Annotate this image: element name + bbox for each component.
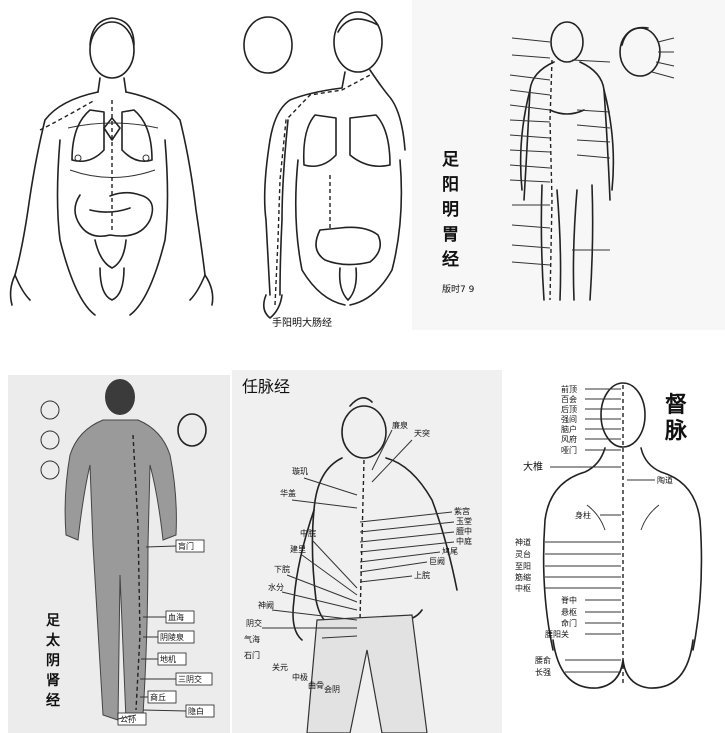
svg-text:至阳: 至阳 <box>515 562 531 571</box>
svg-text:华盖: 华盖 <box>280 488 296 498</box>
du-figure: 督 脉 前顶 百会 后顶 强间 脑户 风府 哑门 大椎 陶道 身柱 神道 <box>505 370 725 733</box>
panel-ren: 任脉经 廉泉 天突 璇玑 华盖 紫宫 玉堂 膻中 中庭 鸠尾 巨阙 上脘 中脘 <box>232 370 502 733</box>
svg-text:足: 足 <box>46 613 61 629</box>
ren-label-lines <box>262 430 454 638</box>
svg-text:廉泉: 廉泉 <box>392 420 408 430</box>
svg-text:腰阳关: 腰阳关 <box>545 629 569 639</box>
panel-kidney: 肓门 血海 阴陵泉 地机 三阴交 商丘 公孙 隐白 足 太 阴 肾 经 <box>8 375 230 733</box>
svg-text:百会: 百会 <box>561 394 577 404</box>
svg-text:血海: 血海 <box>168 612 184 622</box>
ren-title: 任脉经 <box>242 377 290 396</box>
svg-text:经: 经 <box>442 249 459 270</box>
svg-text:风府: 风府 <box>561 434 577 444</box>
svg-text:阳: 阳 <box>442 175 459 195</box>
svg-text:商丘: 商丘 <box>150 692 166 702</box>
svg-text:紫宫: 紫宫 <box>454 506 470 516</box>
svg-text:气海: 气海 <box>244 634 260 644</box>
svg-text:鸠尾: 鸠尾 <box>442 546 458 556</box>
svg-text:地机: 地机 <box>160 654 176 664</box>
svg-text:璇玑: 璇玑 <box>292 466 308 476</box>
svg-text:三阴交: 三阴交 <box>178 674 202 684</box>
svg-text:中枢: 中枢 <box>515 583 531 593</box>
svg-text:强间: 强间 <box>561 415 577 424</box>
svg-text:明: 明 <box>442 200 459 220</box>
svg-text:阴陵泉: 阴陵泉 <box>160 632 184 642</box>
svg-text:哑门: 哑门 <box>561 445 577 455</box>
svg-text:玉堂: 玉堂 <box>456 516 472 526</box>
svg-text:下脘: 下脘 <box>274 564 290 574</box>
svg-text:脊中: 脊中 <box>561 595 577 605</box>
du-title: 督 脉 <box>664 392 688 444</box>
svg-text:筋缩: 筋缩 <box>515 572 531 582</box>
svg-text:巨阙: 巨阙 <box>429 557 445 566</box>
svg-text:灵台: 灵台 <box>515 549 531 559</box>
svg-text:中脘: 中脘 <box>300 528 316 538</box>
svg-text:脑户: 脑户 <box>561 424 577 434</box>
svg-text:天突: 天突 <box>414 428 430 438</box>
svg-text:后顶: 后顶 <box>561 404 577 414</box>
svg-text:建里: 建里 <box>290 544 306 554</box>
panel-stomach: 足 阳 明 胃 经 版时7 9 <box>412 0 725 330</box>
svg-text:足: 足 <box>442 150 459 170</box>
svg-text:上脘: 上脘 <box>414 570 430 580</box>
svg-text:阴交: 阴交 <box>246 618 262 628</box>
svg-text:经: 经 <box>46 692 60 709</box>
svg-text:长强: 长强 <box>535 667 551 677</box>
svg-text:石门: 石门 <box>244 650 260 660</box>
stomach-footer: 版时7 9 <box>442 283 475 295</box>
svg-text:肾: 肾 <box>46 673 60 689</box>
svg-text:陶道: 陶道 <box>657 475 673 485</box>
large-intestine-figure: 手阳明大肠经 <box>230 0 410 335</box>
kidney-figure: 肓门 血海 阴陵泉 地机 三阴交 商丘 公孙 隐白 足 太 阴 肾 经 <box>8 375 230 733</box>
stomach-figure: 足 阳 明 胃 经 版时7 9 <box>412 0 725 330</box>
ren-figure: 任脉经 廉泉 天突 璇玑 华盖 紫宫 玉堂 膻中 中庭 鸠尾 巨阙 上脘 中脘 <box>232 370 502 733</box>
svg-text:悬枢: 悬枢 <box>561 607 577 617</box>
svg-text:肓门: 肓门 <box>178 541 194 551</box>
panel-large-intestine: 手阳明大肠经 <box>230 0 410 335</box>
svg-text:水分: 水分 <box>268 582 284 592</box>
du-labels: 前顶 百会 后顶 强间 脑户 风府 哑门 大椎 陶道 身柱 神道 灵台 至阳 筋… <box>515 384 673 677</box>
svg-text:腰俞: 腰俞 <box>535 655 551 665</box>
large-intestine-caption: 手阳明大肠经 <box>272 316 332 329</box>
svg-text:神阙: 神阙 <box>258 600 274 610</box>
svg-text:中极: 中极 <box>292 672 308 682</box>
panel-du: 督 脉 前顶 百会 后顶 强间 脑户 风府 哑门 大椎 陶道 身柱 神道 <box>505 370 725 733</box>
svg-text:膻中: 膻中 <box>456 526 472 536</box>
svg-text:前顶: 前顶 <box>561 384 577 394</box>
svg-text:督: 督 <box>665 392 687 418</box>
svg-text:隐白: 隐白 <box>188 706 204 716</box>
svg-text:中庭: 中庭 <box>456 536 472 546</box>
front-organs-figure <box>0 0 230 335</box>
svg-text:命门: 命门 <box>561 618 577 628</box>
kidney-title: 足 太 阴 肾 经 <box>46 613 61 709</box>
svg-text:会阴: 会阴 <box>324 684 340 694</box>
svg-text:阴: 阴 <box>46 653 60 669</box>
svg-text:身柱: 身柱 <box>575 510 591 520</box>
svg-text:大椎: 大椎 <box>523 460 543 473</box>
svg-text:胃: 胃 <box>442 225 459 245</box>
svg-text:太: 太 <box>46 632 61 649</box>
panel-front-organs <box>0 0 230 335</box>
svg-text:曲骨: 曲骨 <box>308 680 324 690</box>
stomach-title: 足 阳 明 胃 经 <box>442 150 459 270</box>
svg-text:关元: 关元 <box>272 662 288 672</box>
svg-text:脉: 脉 <box>664 418 688 444</box>
svg-text:神道: 神道 <box>515 537 531 547</box>
